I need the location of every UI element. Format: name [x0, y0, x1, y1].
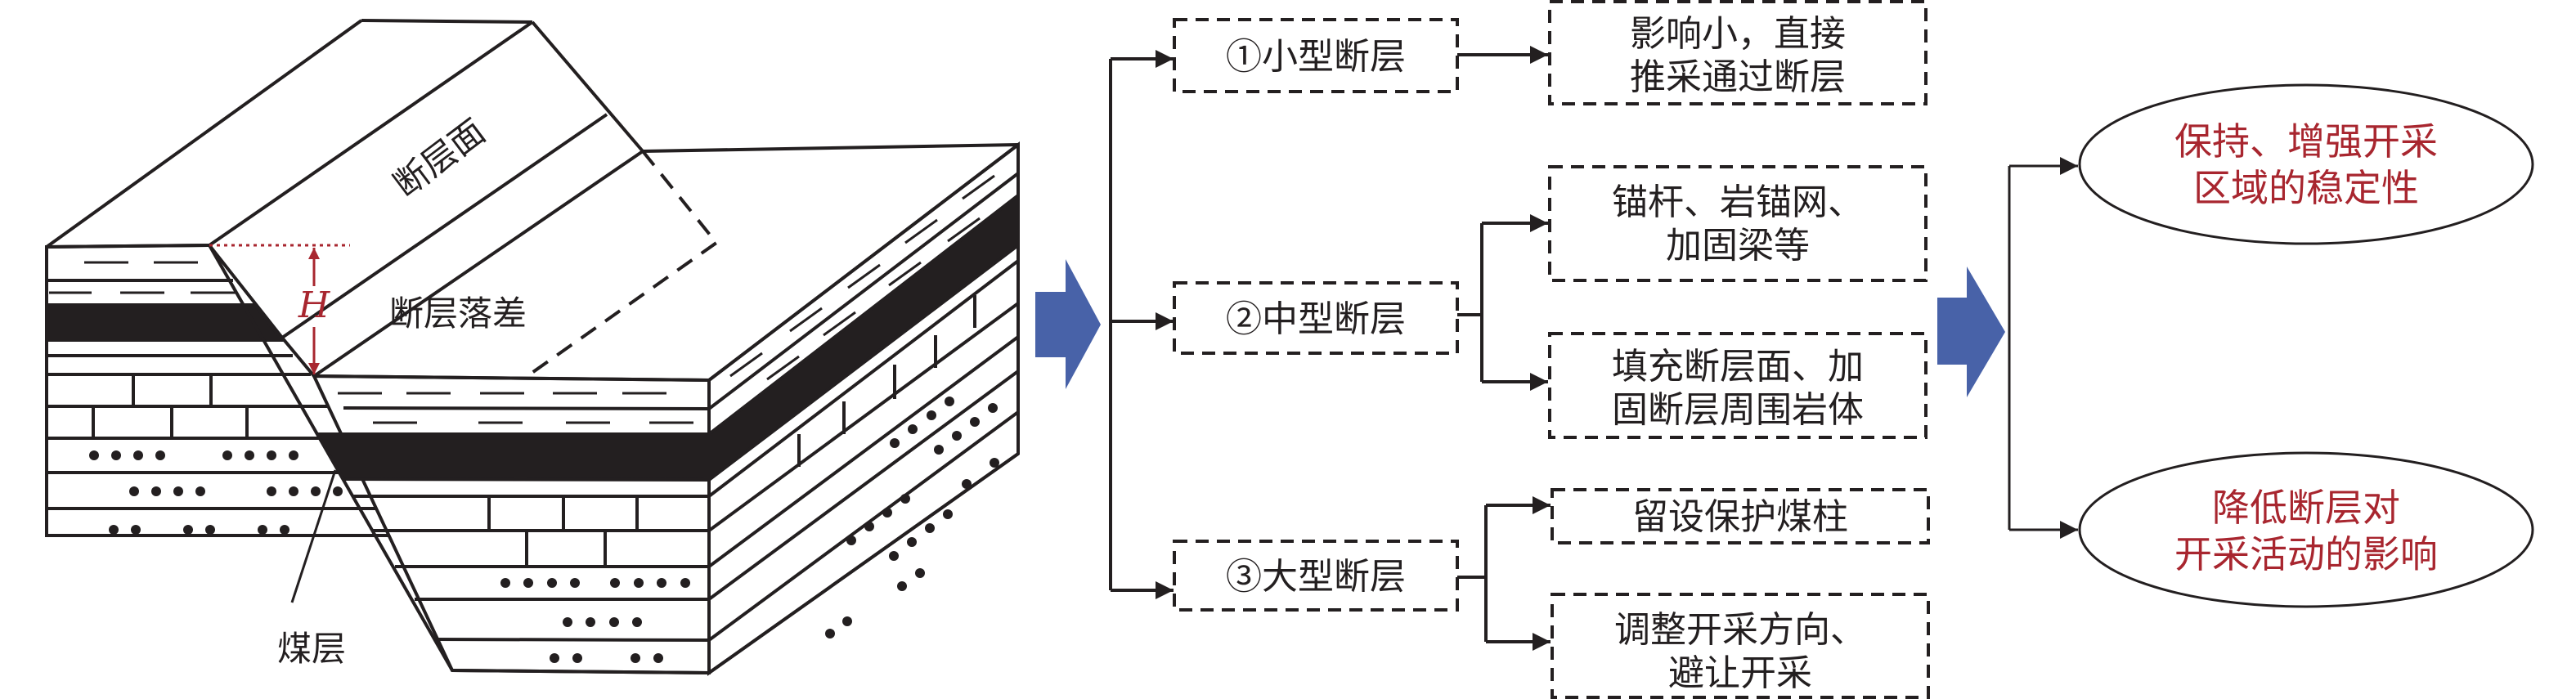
fault-type-box-medium: [1173, 281, 1459, 355]
coal-seam-right-side: [707, 191, 1020, 484]
measure-text: 避让开采: [1668, 652, 1812, 694]
fault-type-box-large: [1173, 540, 1459, 612]
goal-text: 降低断层对: [2212, 486, 2400, 530]
measure-box-large-1: [1551, 488, 1930, 544]
goal-text: 保持、增强开采: [2174, 119, 2438, 164]
left-rock-block: [45, 243, 416, 537]
measure-text: 调整开采方向、: [1614, 609, 1866, 651]
measure-text: 填充断层面、加: [1612, 346, 1864, 388]
measure-text: 留设保护煤柱: [1632, 496, 1848, 538]
measure-text: 影响小，直接: [1630, 13, 1846, 55]
goal-text: 开采活动的影响: [2174, 532, 2438, 576]
flowchart-connectors: [1109, 46, 1551, 651]
fault-throw-label: 断层落差: [389, 293, 527, 334]
goal-text: 区域的稳定性: [2193, 166, 2419, 210]
fault-type-label-large: ③大型断层: [1226, 556, 1406, 598]
goal-ellipse-reduce-impact: [2078, 451, 2534, 608]
coal-seam-label: 煤层: [277, 629, 346, 669]
fault-plane-label: 断层面: [386, 111, 492, 205]
fault-block-diagram: [45, 19, 1020, 676]
coal-seam-right-front: [314, 432, 711, 482]
coal-seam-leader-line: [290, 469, 337, 603]
right-rock-block: [208, 141, 1020, 676]
measure-box-large-2: [1551, 593, 1930, 699]
coal-seam-left: [45, 303, 286, 342]
measure-text: 固断层周围岩体: [1612, 389, 1864, 431]
goal-ellipse-stability: [2078, 83, 2534, 245]
fault-plane-surface: [45, 19, 1019, 405]
fault-throw-marker: [209, 244, 350, 374]
throw-symbol-label: H: [298, 285, 331, 326]
measure-box-medium-2: [1548, 332, 1928, 439]
measure-text: 推采通过断层: [1630, 56, 1846, 98]
fault-type-label-medium: ②中型断层: [1226, 298, 1406, 340]
measure-box-small-1: [1548, 0, 1928, 105]
measure-box-medium-1: [1548, 165, 1928, 282]
fault-type-label-small: ①小型断层: [1226, 36, 1406, 78]
fault-type-box-small: [1173, 18, 1459, 93]
big-arrow-icon: [1937, 267, 2005, 397]
measure-text: 锚杆、岩锚网、: [1612, 181, 1864, 223]
goal-connectors: [2008, 157, 2078, 539]
measure-text: 加固梁等: [1666, 225, 1810, 267]
big-arrow-icon: [1035, 259, 1101, 389]
